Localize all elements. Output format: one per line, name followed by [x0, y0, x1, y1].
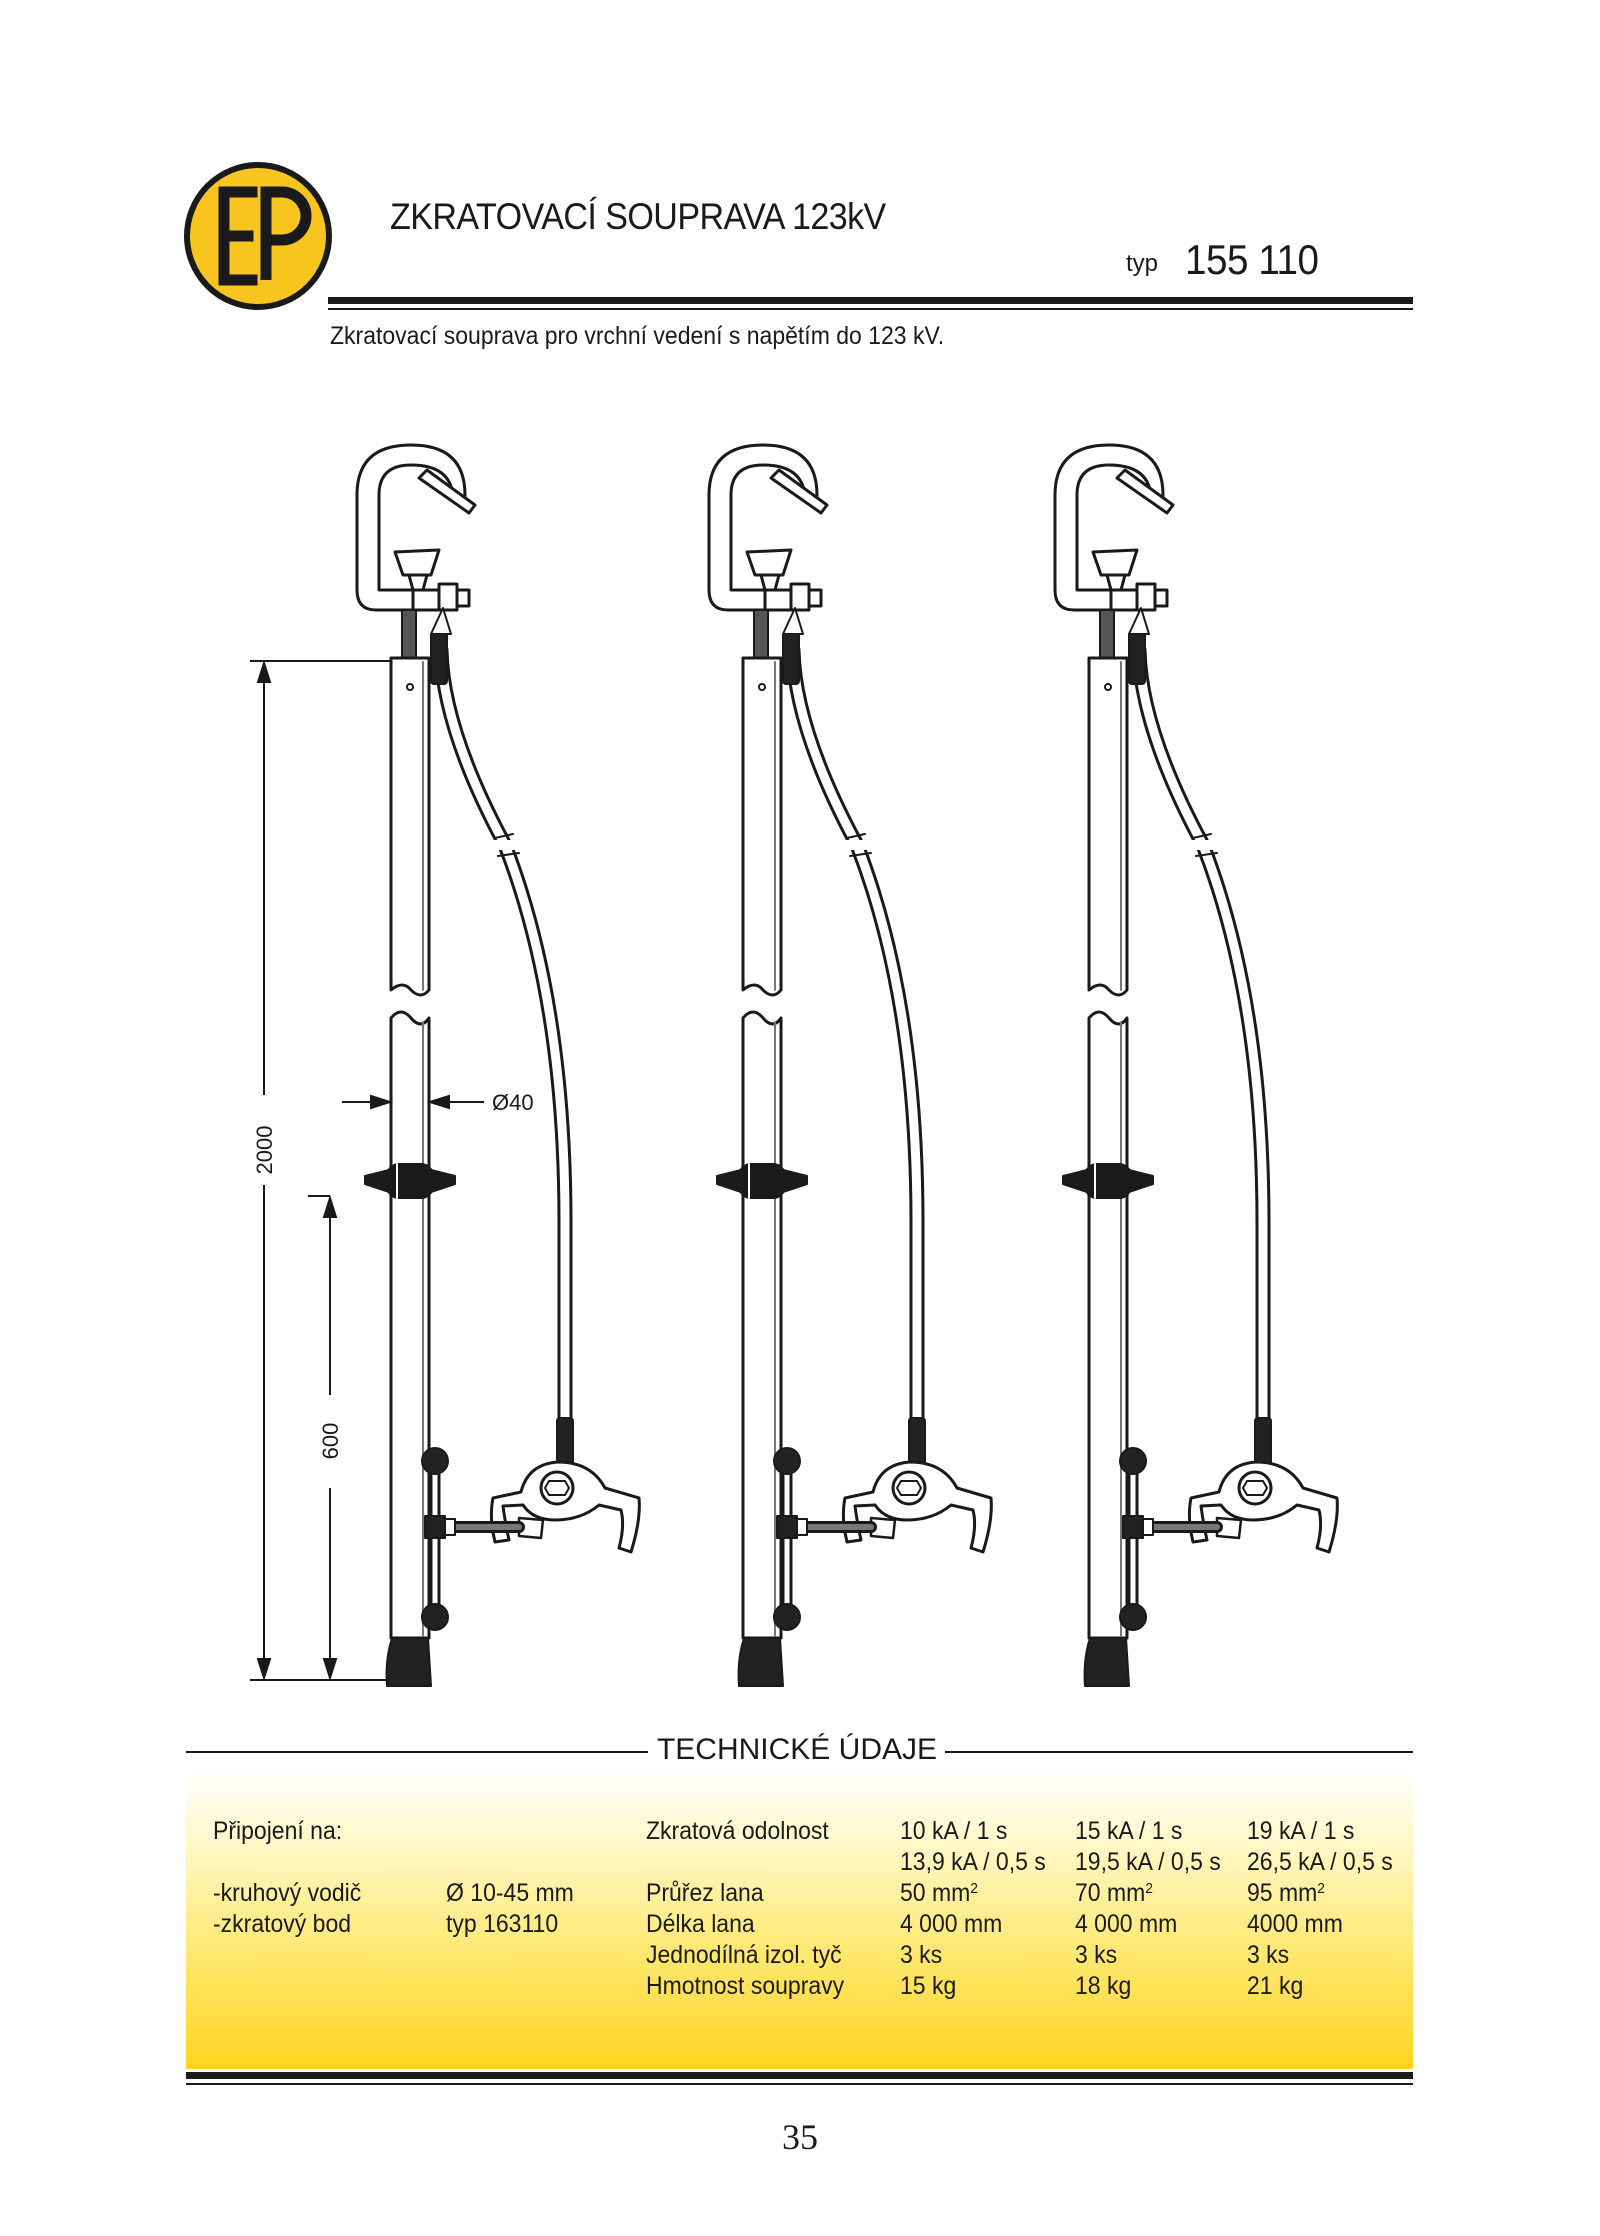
conn-row-label: -zkratový bod: [213, 1910, 352, 1938]
spec-value: 21 kg: [1247, 1972, 1304, 2000]
conn-row-label: -kruhový vodič: [213, 1879, 362, 1907]
conn-row-value: Ø 10-45 mm: [446, 1879, 574, 1907]
kit-2: [709, 445, 991, 1686]
kit-1: [357, 445, 639, 1686]
dimension-lines: [250, 659, 484, 1682]
footer-rule-thin: [186, 2083, 1413, 2085]
spec-value: 19 kA / 1 s: [1247, 1817, 1355, 1845]
spec-value: 15 kg: [900, 1972, 957, 2000]
spec-label: Délka lana: [646, 1910, 755, 1938]
spec-value: 15 kA / 1 s: [1075, 1817, 1183, 1845]
spec-value: 3 ks: [900, 1941, 943, 1969]
spec-value: 4000 mm: [1247, 1910, 1343, 1938]
footer-rule: [186, 2072, 1413, 2079]
spec-value: 13,9 kA / 0,5 s: [900, 1848, 1046, 1876]
spec-value: 4 000 mm: [1075, 1910, 1178, 1938]
spec-value: 4 000 mm: [900, 1910, 1003, 1938]
spec-label: Jednodílná izol. tyč: [646, 1941, 842, 1969]
tech-heading: TECHNICKÉ ÚDAJE: [656, 1733, 938, 1766]
header-rule: [328, 297, 1413, 304]
spec-value: 26,5 kA / 0,5 s: [1247, 1848, 1393, 1876]
spec-value: 50 mm2: [900, 1879, 978, 1907]
type-number: 155 110: [1185, 236, 1319, 283]
spec-label: Průřez lana: [646, 1879, 764, 1907]
tech-rule-left: [186, 1751, 648, 1753]
dim-diameter-label: Ø40: [492, 1090, 534, 1115]
dim-total-label: 2000: [252, 1126, 277, 1175]
tech-panel: [186, 1768, 1413, 2069]
spec-label: Zkratová odolnost: [646, 1817, 829, 1845]
product-description: Zkratovací souprava pro vrchní vedení s …: [330, 322, 945, 350]
technical-drawing: 2000 600 Ø40: [250, 420, 1600, 1720]
spec-value: 70 mm2: [1075, 1879, 1153, 1907]
spec-value: 10 kA / 1 s: [900, 1817, 1008, 1845]
spec-value: 19,5 kA / 0,5 s: [1075, 1848, 1221, 1876]
tech-rule-right: [945, 1751, 1413, 1753]
connection-label: Připojení na:: [213, 1817, 343, 1845]
spec-label: Hmotnost soupravy: [646, 1972, 845, 2000]
spec-value: 95 mm2: [1247, 1879, 1325, 1907]
page-number: 35: [782, 2117, 818, 2157]
spec-value: 18 kg: [1075, 1972, 1132, 2000]
dim-lower-label: 600: [318, 1423, 343, 1460]
spec-value: 3 ks: [1075, 1941, 1118, 1969]
spec-value: 3 ks: [1247, 1941, 1290, 1969]
kit-3: [1055, 445, 1337, 1686]
page-title: ZKRATOVACÍ SOUPRAVA 123kV: [390, 196, 886, 237]
conn-row-value: typ 163110: [446, 1910, 559, 1938]
header-rule-thin: [328, 308, 1413, 310]
type-label: typ: [1126, 250, 1159, 277]
ep-logo: [182, 160, 334, 312]
